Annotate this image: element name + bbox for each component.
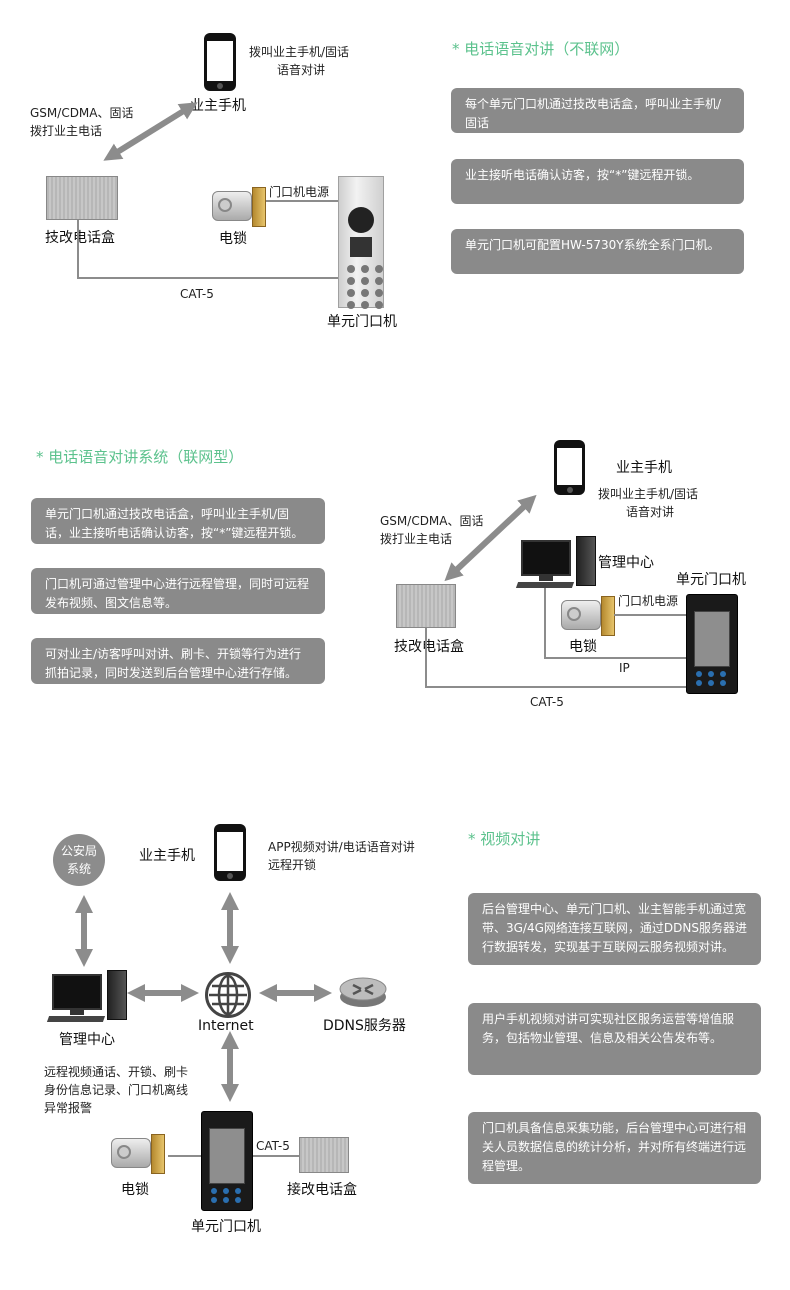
info-box: 每个单元门口机通过技改电话盒，呼叫业主手机/固话 xyxy=(451,88,744,133)
phone-box-label: 技改电话盒 xyxy=(394,639,464,655)
info-box: 后台管理中心、单元门口机、业主智能手机通过宽带、3G/4G网络连接互联网，通过D… xyxy=(468,893,761,965)
internet-label: Internet xyxy=(198,1018,254,1034)
double-arrow xyxy=(103,102,198,161)
info-box: 单元门口机通过技改电话盒，呼叫业主手机/固话，业主接听电话确认访客，按“*”键远… xyxy=(31,498,325,544)
ddns-label: DDNS服务器 xyxy=(323,1018,406,1034)
remote-note-line2: 身份信息记录、门口机离线 xyxy=(44,1083,189,1097)
police-label-line2: 系统 xyxy=(66,862,91,876)
internet-globe-icon xyxy=(205,972,251,1018)
cat5-line-vertical xyxy=(77,220,79,278)
door-station-device xyxy=(338,176,384,309)
phone-box-device xyxy=(396,584,456,628)
door-station-label: 单元门口机 xyxy=(191,1219,261,1235)
phone-note-line1: 拨叫业主手机/固话 xyxy=(598,487,699,501)
cat5-line xyxy=(253,1155,299,1157)
app-note-line2: 远程开锁 xyxy=(268,858,317,872)
door-power-label: 门口机电源 xyxy=(618,594,679,608)
phone-box-device xyxy=(299,1137,349,1173)
mgmt-center-label: 管理中心 xyxy=(598,555,654,571)
owner-phone-label: 业主手机 xyxy=(139,848,195,864)
info-box: 可对业主/访客呼叫对讲、刷卡、开锁等行为进行抓拍记录，同时发送到后台管理中心进行… xyxy=(31,638,325,684)
remote-note-line1: 远程视频通话、开锁、刷卡 xyxy=(44,1065,189,1079)
owner-phone-label: 业主手机 xyxy=(616,460,672,476)
power-line xyxy=(266,200,338,202)
gsm-note-line2: 拨打业主电话 xyxy=(30,124,103,138)
phone-note-line2: 语音对讲 xyxy=(277,63,326,77)
smartphone-icon xyxy=(204,33,236,91)
app-note-line1: APP视频对讲/电话语音对讲 xyxy=(268,840,415,854)
section-3-heading: * 视频对讲 xyxy=(468,830,541,848)
police-label-line1: 公安局 xyxy=(60,844,97,858)
gsm-note-line2: 拨打业主电话 xyxy=(380,532,453,546)
cat5-label: CAT-5 xyxy=(256,1139,290,1153)
info-box: 门口机可通过管理中心进行远程管理，同时可远程发布视频、图文信息等。 xyxy=(31,568,325,614)
owner-phone-label: 业主手机 xyxy=(190,98,246,114)
cat5-label: CAT-5 xyxy=(180,287,214,301)
cat5-line-vertical xyxy=(425,628,427,687)
ip-line-vertical xyxy=(544,588,546,658)
lock-label: 电锁 xyxy=(219,231,247,247)
phone-box-label: 技改电话盒 xyxy=(45,230,115,246)
phone-note-line2: 语音对讲 xyxy=(626,505,675,519)
info-box: 用户手机视频对讲可实现社区服务运营等增值服务，包括物业管理、信息及相关公告发布等… xyxy=(468,1003,761,1075)
ip-label: IP xyxy=(619,661,630,675)
info-box: 单元门口机可配置HW-5730Y系统全系门口机。 xyxy=(451,229,744,274)
mgmt-center-label: 管理中心 xyxy=(59,1032,115,1048)
section-1-heading: * 电话语音对讲（不联网） xyxy=(452,40,630,58)
phone-box-label: 接改电话盒 xyxy=(287,1182,357,1198)
cat5-line xyxy=(425,686,686,688)
phone-box-device xyxy=(46,176,118,220)
police-system-node: 公安局 系统 xyxy=(53,834,105,886)
lock-line xyxy=(168,1155,201,1157)
ip-line xyxy=(544,657,686,659)
ddns-router-icon xyxy=(339,977,387,1007)
info-box: 业主接听电话确认访客，按“*”键远程开锁。 xyxy=(451,159,744,204)
cat5-line xyxy=(77,277,338,279)
lock-label: 电锁 xyxy=(569,639,597,655)
lock-label: 电锁 xyxy=(121,1182,149,1198)
smartphone-icon xyxy=(214,824,246,881)
double-arrow xyxy=(444,494,537,582)
door-station-label: 单元门口机 xyxy=(676,572,746,588)
remote-note-line3: 异常报警 xyxy=(44,1101,93,1115)
door-power-label: 门口机电源 xyxy=(269,185,330,199)
section-2-heading: * 电话语音对讲系统（联网型） xyxy=(36,448,244,466)
phone-note-line1: 拨叫业主手机/固话 xyxy=(249,45,350,59)
power-line xyxy=(614,614,686,616)
cat5-label: CAT-5 xyxy=(530,695,564,709)
info-box: 门口机具备信息采集功能，后台管理中心可进行相关人员数据信息的统计分析，并对所有终… xyxy=(468,1112,761,1184)
door-station-device xyxy=(201,1111,253,1211)
door-station-label: 单元门口机 xyxy=(327,314,397,330)
smartphone-icon xyxy=(554,440,585,495)
door-station-device xyxy=(686,594,738,694)
